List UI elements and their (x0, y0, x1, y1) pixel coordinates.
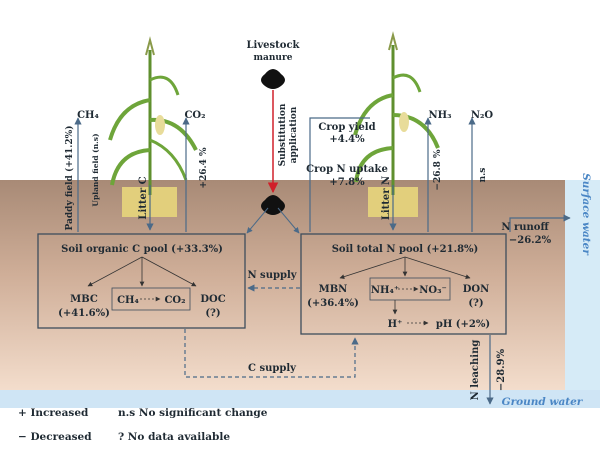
nh3-label: NH₃ (429, 110, 452, 121)
nh4-label: NH₄⁺ (371, 285, 399, 296)
n-pool-title: Soil total N pool (+21.8%) (332, 244, 479, 255)
c-pool-title: Soil organic C pool (+33.3%) (61, 244, 223, 255)
n2o-label: N₂O (471, 110, 494, 121)
n-runoff-change: −26.2% (509, 235, 552, 246)
manure-soil-blob-icon (261, 195, 285, 215)
soil-organic-c-pool-box (37, 233, 246, 329)
no3-label: NO₃⁻ (419, 285, 447, 296)
n-supply-label: N supply (247, 270, 297, 281)
litter-n-label: Litter N (381, 176, 392, 220)
n-leaching-change: −28.9% (496, 348, 507, 391)
c-to-mbc-arrow (87, 256, 143, 287)
doc-change: (?) (205, 308, 220, 319)
co2-label: CO₂ (184, 110, 205, 121)
surface-water-band (565, 180, 600, 390)
substitution-label-line1: Substitution (278, 103, 288, 166)
soil-layer (0, 180, 565, 390)
nh4-no3-box (369, 277, 451, 301)
c-to-doc-arrow (141, 256, 197, 287)
litter-c-label: Litter C (138, 176, 149, 219)
n2o-change-label: n.s (478, 168, 488, 183)
ch4-co2-box (111, 287, 191, 311)
legend: + Increased − Decreased n.s No significa… (18, 407, 268, 443)
manure-blob-icon (261, 69, 285, 89)
n-leaching-label: N leaching (470, 340, 481, 401)
substitution-label-line2: application (289, 106, 299, 163)
mbn-change: (+36.4%) (307, 298, 359, 309)
nh3-change-label: −26.8 % (433, 149, 443, 191)
h-plus-label: H⁺ (388, 319, 403, 330)
surface-water-label: Surface water (580, 173, 592, 256)
legend-increased: + Increased (18, 407, 89, 419)
manure-to-n-pool-arrow (277, 207, 300, 234)
n-runoff-arrow (509, 214, 571, 232)
legend-ns: n.s No significant change (118, 407, 268, 419)
ph-label: pH (+2%) (436, 319, 490, 330)
don-change: (?) (468, 298, 483, 309)
watermark-text: 头条 @今日农谈 (493, 427, 588, 443)
pool-co2-label: CO₂ (164, 295, 185, 306)
legend-no-data: ? No data available (118, 431, 230, 443)
ground-water-label: Ground water (502, 396, 584, 408)
doc-label: DOC (200, 294, 225, 305)
n-to-don-arrow (404, 256, 471, 279)
n-runoff-label: N runoff (501, 222, 549, 233)
mbn-label: MBN (319, 284, 348, 295)
co2-change-label: +26.4 % (199, 147, 209, 189)
manure-label-line1: Livestock (247, 40, 301, 51)
soil-total-n-pool-box (300, 233, 507, 335)
ground-water-band (0, 390, 600, 408)
legend-decreased: − Decreased (18, 431, 92, 443)
mbc-change: (+41.6%) (58, 308, 110, 319)
c-supply-arrow (184, 329, 359, 378)
don-label: DON (463, 284, 490, 295)
ch4-label: CH₄ (77, 110, 99, 121)
crop-yield-change: +4.4% (329, 134, 365, 145)
n-to-mbn-arrow (339, 256, 406, 279)
crop-yield-line (309, 117, 370, 232)
crop-n-uptake-label: Crop N uptake (306, 164, 388, 175)
upland-field-label: Upland field (n.s) (91, 133, 100, 206)
c-supply-label: C supply (248, 363, 297, 374)
crop-yield-label: Crop yield (318, 122, 375, 133)
manure-label-line2: manure (254, 53, 293, 63)
mbc-label: MBC (70, 294, 98, 305)
manure-to-c-pool-arrow (246, 207, 269, 234)
crop-n-uptake-change: +7.8% (329, 177, 365, 188)
pool-ch4-label: CH₄ (117, 295, 139, 306)
paddy-field-label: Paddy field (+41.2%) (64, 126, 75, 231)
